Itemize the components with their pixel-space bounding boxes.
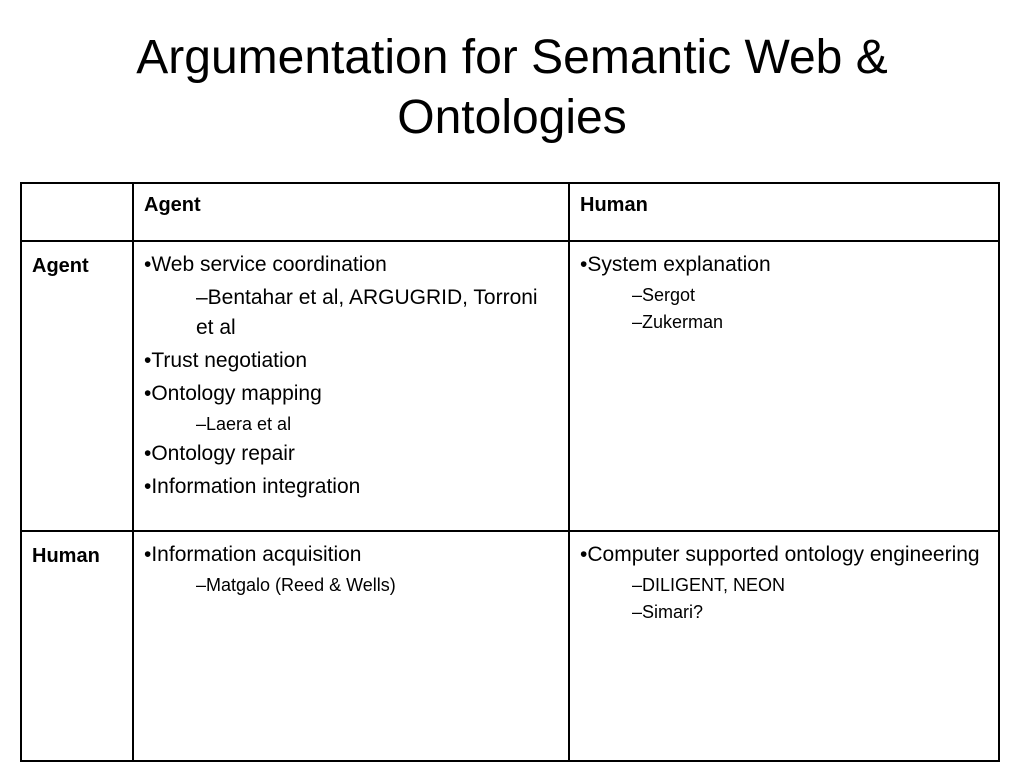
list-item: •Information acquisition <box>144 543 362 566</box>
row-label-human: Human <box>32 545 100 567</box>
list-item: •Ontology repair <box>144 442 295 465</box>
slide-title: Argumentation for Semantic Web & Ontolog… <box>40 28 984 148</box>
row-label-agent: Agent <box>32 255 89 277</box>
list-item: •Computer supported ontology engineering <box>580 543 980 566</box>
list-item: •System explanation <box>580 253 771 276</box>
list-subitem: –Zukerman <box>632 312 724 332</box>
table-row-agent: Agent •Web service coordination –Bentaha… <box>20 240 1000 532</box>
cell-content-agent-human: •System explanation –Sergot –Zukerman <box>570 242 998 334</box>
cell-content-human-human: •Computer supported ontology engineering… <box>570 532 998 624</box>
cell-content-human-agent: •Information acquisition –Matgalo (Reed … <box>134 532 568 597</box>
table-corner-cell <box>20 182 134 242</box>
list-subitem: –Laera et al <box>196 414 292 434</box>
header-label-human: Human <box>580 194 648 216</box>
table-row-human: Human •Information acquisition –Matgalo … <box>20 530 1000 762</box>
list-item: •Web service coordination <box>144 253 387 276</box>
list-item: •Ontology mapping <box>144 382 322 405</box>
header-cell-human: Human <box>568 182 1000 242</box>
list-subitem: –Simari? <box>632 602 704 622</box>
row-header-cell-human: Human <box>20 530 134 762</box>
table-header-row: Agent Human <box>20 182 1000 242</box>
list-subitem: –Bentahar et al, ARGUGRID, Torroni et al <box>196 286 538 339</box>
row-header-cell-agent: Agent <box>20 240 134 532</box>
cell-agent-agent: •Web service coordination –Bentahar et a… <box>132 240 570 532</box>
cell-human-agent: •Information acquisition –Matgalo (Reed … <box>132 530 570 762</box>
header-label-agent: Agent <box>144 194 201 216</box>
list-item: •Information integration <box>144 475 361 498</box>
cell-content-agent-agent: •Web service coordination –Bentahar et a… <box>134 242 568 502</box>
corner-label <box>22 184 132 193</box>
slide-title-line-1: Argumentation for Semantic Web & <box>136 31 888 84</box>
header-cell-agent: Agent <box>132 182 570 242</box>
cell-human-human: •Computer supported ontology engineering… <box>568 530 1000 762</box>
slide-title-line-2: Ontologies <box>397 91 627 144</box>
list-subitem: –DILIGENT, NEON <box>632 575 786 595</box>
list-subitem: –Matgalo (Reed & Wells) <box>196 575 396 595</box>
cell-agent-human: •System explanation –Sergot –Zukerman <box>568 240 1000 532</box>
list-item: •Trust negotiation <box>144 349 307 372</box>
list-subitem: –Sergot <box>632 285 696 305</box>
argumentation-matrix-table: Agent Human Agent •Web service coordinat… <box>20 182 1000 762</box>
